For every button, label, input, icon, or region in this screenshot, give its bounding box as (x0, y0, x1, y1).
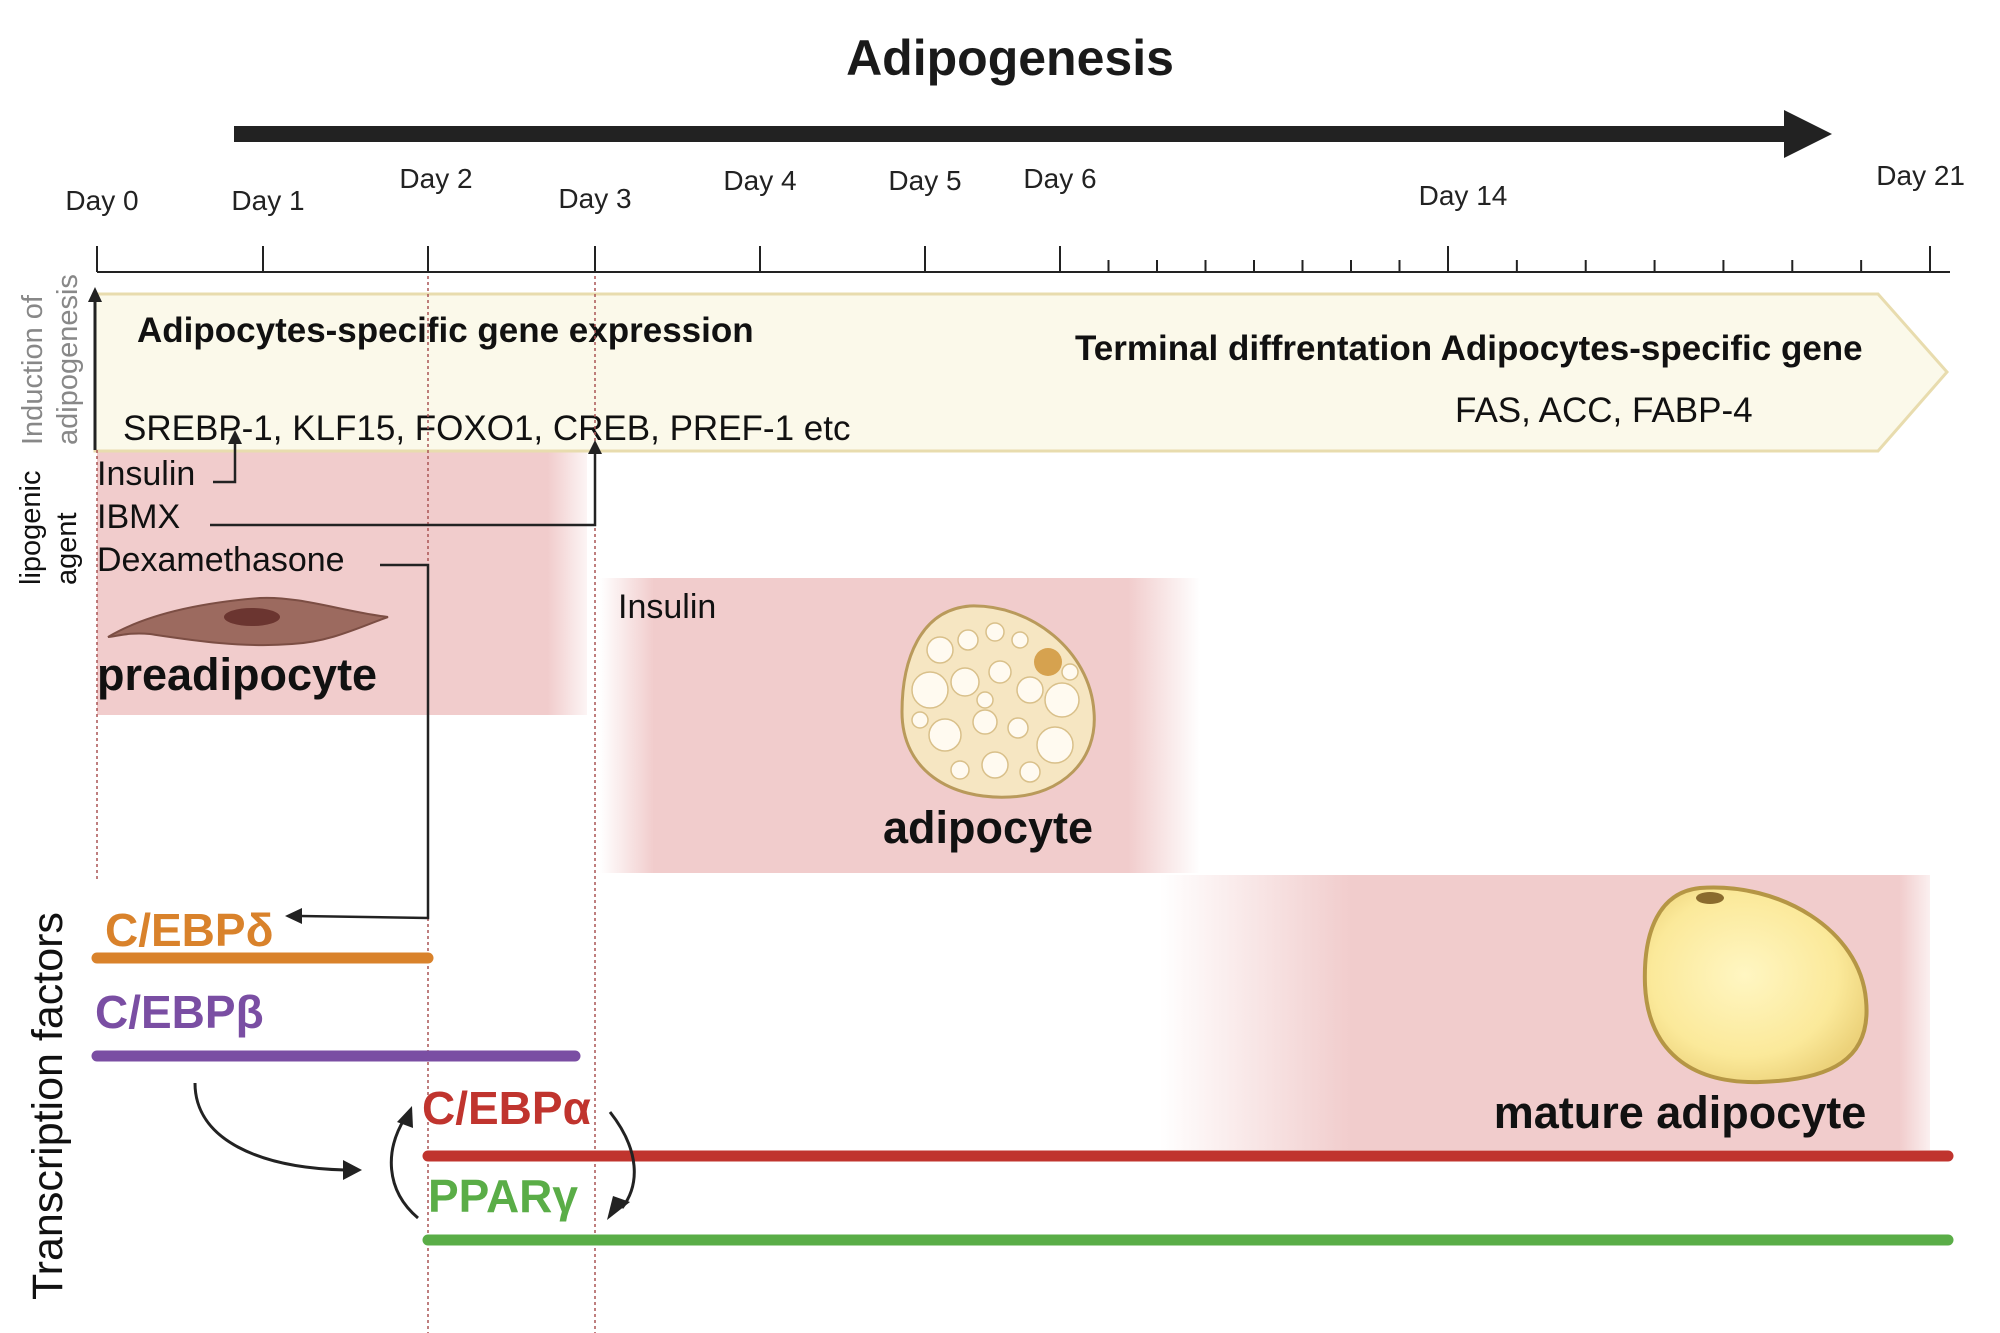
lipid-droplet (957, 629, 979, 651)
cebpb-to-pparg-arrow (193, 1082, 346, 1172)
insulin-connector (213, 440, 237, 484)
lipid-droplet (1007, 717, 1029, 739)
agent-insulin-stage2: Insulin (618, 588, 716, 626)
lipid-droplet (926, 636, 954, 664)
day-labels: Day 0 Day 1 Day 2 Day 3 Day 4 Day 5 Day 6 Day 1… (65, 160, 1965, 216)
lipid-droplet (985, 622, 1005, 642)
gene-expression-banner: Adipocytes-specific gene expression SREB… (93, 292, 1949, 453)
mature-adipocyte-icon (1642, 885, 1869, 1085)
day-label: Day 1 (231, 185, 304, 216)
tf-label: C/EBPβ (95, 986, 264, 1038)
gene-heading-terminal: Terminal diffrentation Adipocytes-specif… (1075, 329, 1863, 368)
label-adipocyte: adipocyte (883, 802, 1093, 853)
lipid-droplet (911, 711, 929, 729)
tf-label: C/EBPδ (105, 904, 273, 956)
ibmx-connector (210, 450, 597, 527)
cebpa-to-pparg-arrow (608, 1111, 636, 1209)
lipid-droplet (1019, 761, 1041, 783)
agent-label-line2: agent (51, 512, 83, 585)
timeline-axis (96, 246, 1950, 273)
gene-list-terminal: FAS, ACC, FABP-4 (1455, 391, 1753, 430)
agent-dexamethasone: Dexamethasone (97, 541, 345, 579)
induction-label-line2: adipogenesis (52, 274, 84, 445)
lipid-droplet (981, 751, 1009, 779)
lipid-droplet (950, 760, 970, 780)
diagram-title: Adipogenesis (846, 30, 1174, 86)
day-label: Day 6 (1023, 163, 1096, 194)
gene-list-early: SREBP-1, KLF15, FOXO1, CREB, PREF-1 etc (123, 409, 850, 448)
induction-axis-arrow (88, 287, 102, 450)
preadipocyte-cell-icon (107, 596, 389, 647)
lipid-droplet (976, 691, 994, 709)
cebpb-to-pparg-arrowhead (343, 1160, 362, 1180)
day-label: Day 0 (65, 185, 138, 216)
label-preadipocyte: preadipocyte (97, 649, 377, 700)
insulin-connector-head (228, 430, 242, 444)
lipid-droplet (1016, 676, 1044, 704)
lipid-droplet (1011, 631, 1029, 649)
day-label: Day 2 (399, 163, 472, 194)
pparg-to-cebpa-arrow (389, 1117, 419, 1220)
lipid-droplet (950, 667, 980, 697)
tf-label: PPARγ (428, 1170, 578, 1222)
day-label: Day 5 (888, 165, 961, 196)
adipocyte-stage-band (600, 578, 1200, 873)
lipid-droplet (1044, 682, 1080, 718)
lipid-droplet (928, 718, 962, 752)
day-label: Day 14 (1419, 180, 1508, 211)
transcription-axis-label: Transcription factors (24, 912, 72, 1300)
gene-heading-early: Adipocytes-specific gene expression (137, 311, 754, 350)
agent-label-line1: lipogenic (15, 471, 47, 585)
agent-ibmx: IBMX (97, 498, 180, 536)
pparg-to-cebpa-arrowhead (397, 1106, 413, 1128)
lipid-droplet (1036, 726, 1074, 764)
ibmx-connector-head (588, 440, 602, 454)
induction-label-line1: Induction of (17, 294, 49, 445)
day-label: Day 4 (723, 165, 796, 196)
day-label: Day 21 (1876, 160, 1965, 191)
dexamethasone-connector-head (285, 908, 302, 924)
day-label: Day 3 (558, 183, 631, 214)
lipid-droplet (972, 709, 998, 735)
adipocyte-cell-icon (900, 604, 1096, 799)
tf-label: C/EBPα (422, 1082, 591, 1134)
dexamethasone-connector (299, 563, 430, 920)
progress-arrow (234, 110, 1832, 158)
lipid-droplet (911, 671, 949, 709)
preadipocyte-stage-band (97, 440, 587, 715)
label-mature-adipocyte: mature adipocyte (1494, 1087, 1867, 1138)
agent-insulin: Insulin (97, 455, 195, 493)
lipid-droplet (1061, 663, 1079, 681)
cebpa-to-pparg-arrowhead (607, 1196, 630, 1220)
lipid-droplet (988, 660, 1012, 684)
